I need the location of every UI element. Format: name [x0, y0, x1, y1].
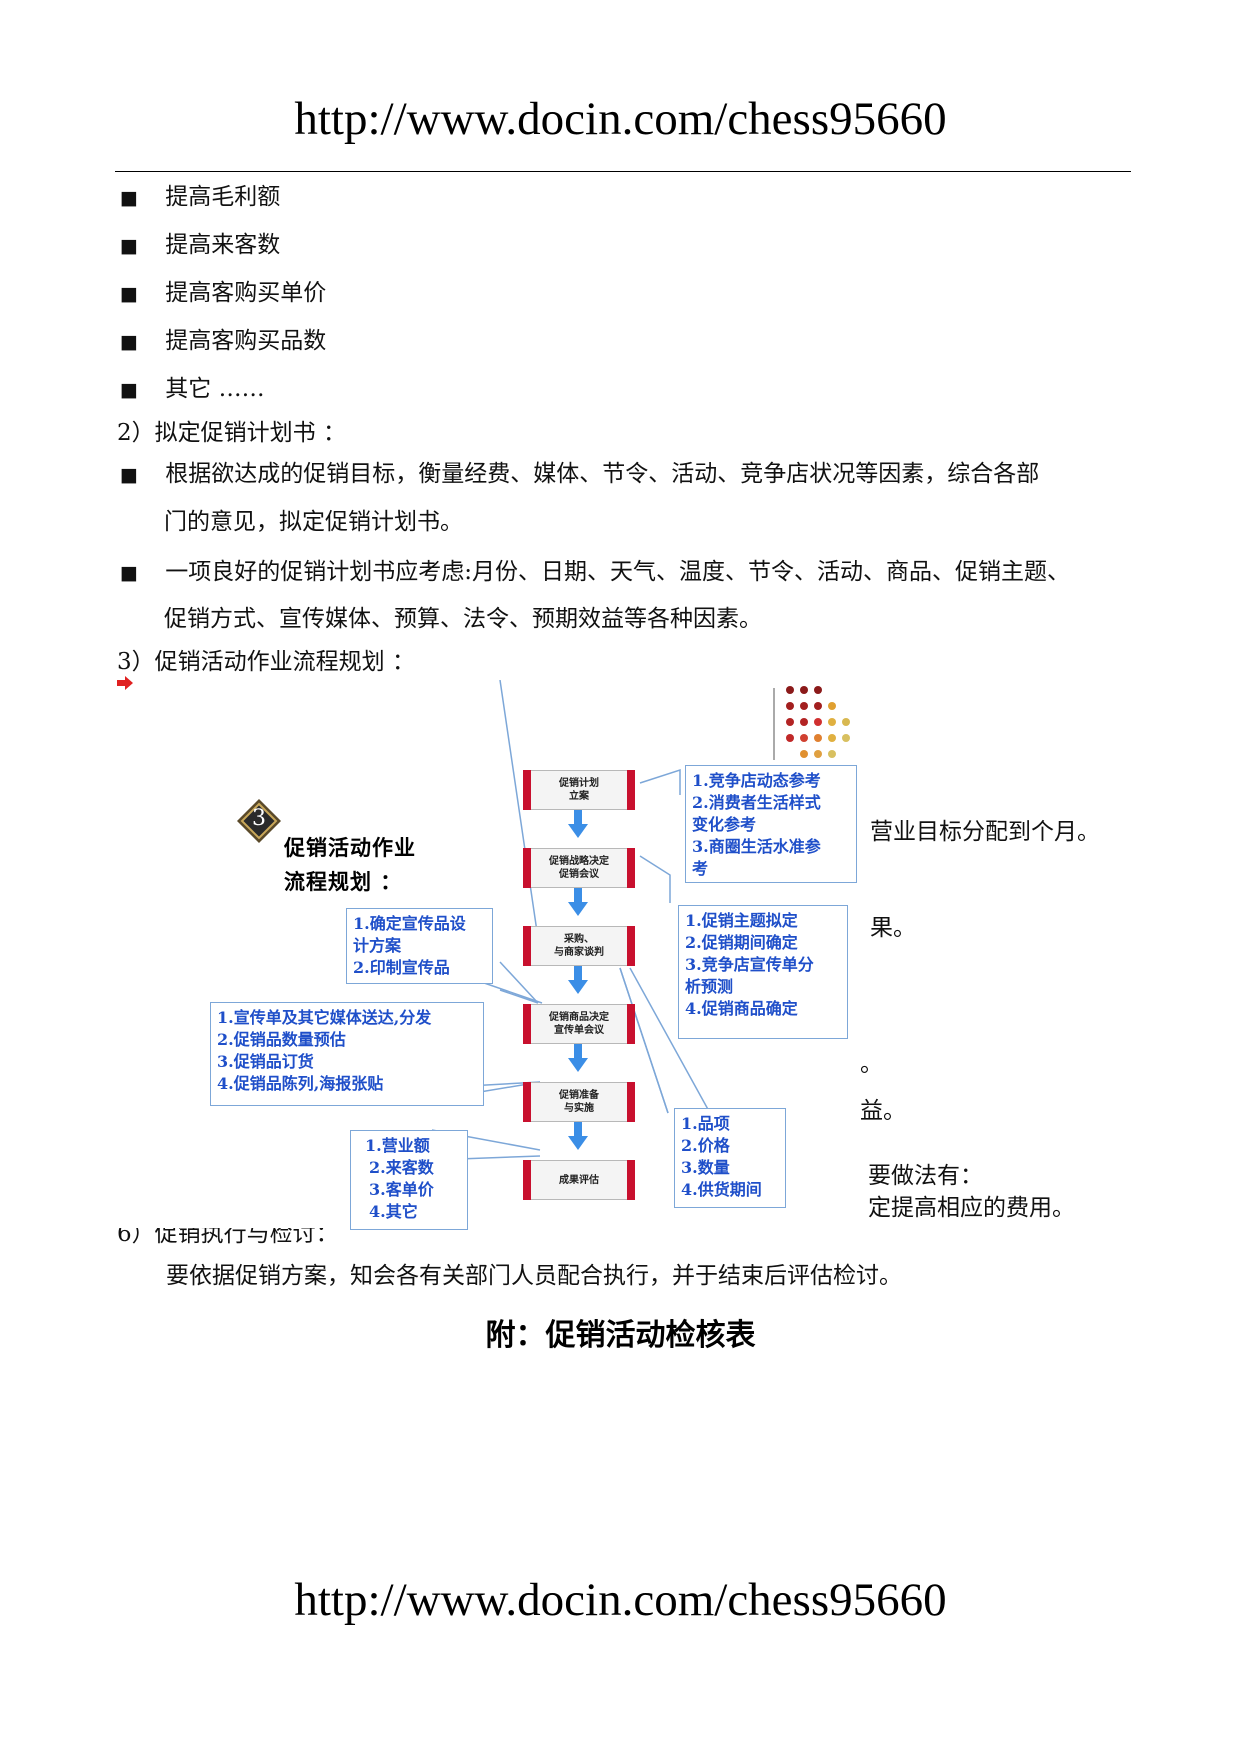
- list-item: ■ 提高客购买单价: [120, 280, 327, 306]
- note-competition: 1.竞争店动态参考 2.消费者生活样式 变化参考 3.商圈生活水准参 考: [685, 765, 857, 883]
- diagram-title-line2: 流程规划 ：: [284, 870, 403, 894]
- paragraph-line: 门的意见，拟定促销计划书。: [164, 509, 463, 535]
- text-fragment: 果。: [870, 915, 916, 941]
- footer-url: http://www.docin.com/chess95660: [294, 1574, 947, 1626]
- flow-arrowheads: [568, 824, 588, 1150]
- note-results: 1.营业额 2.来客数 3.客单价 4.其它: [350, 1130, 468, 1230]
- list-item: ■ 提高来客数: [120, 232, 281, 258]
- note-theme: 1.促销主题拟定 2.促销期间确定 3.竞争店宣传单分 析预测 4.促销商品确定: [678, 905, 848, 1039]
- dots: [786, 686, 850, 758]
- section-heading: 6）促销执行与检讨：: [117, 1228, 339, 1247]
- note-items: 1.品项 2.价格 3.数量 4.供货期间: [674, 1108, 786, 1208]
- square-bullet-icon: ■: [120, 562, 138, 584]
- diagram-title-line1: 促销活动作业: [284, 836, 416, 860]
- flow-step: 促销计划 立案: [523, 770, 635, 810]
- badge-number: 3: [252, 806, 266, 831]
- square-bullet-icon: ■: [120, 331, 138, 353]
- right-arrow-icon: [117, 675, 133, 690]
- square-bullet-icon: ■: [120, 379, 138, 401]
- flow-step: 采购、 与商家谈判: [523, 926, 635, 966]
- note-distribute: 1.宣传单及其它媒体送达,分发 2.促销品数量预估 3.促销品订货 4.促销品陈…: [210, 1002, 484, 1106]
- dot-grid-decoration: [773, 686, 850, 760]
- paragraph-line: 促销方式、宣传媒体、预算、法令、预期效益等各种因素。: [164, 606, 762, 632]
- number-badge-icon: [237, 799, 281, 843]
- flow-step: 促销战略决定 促销会议: [523, 848, 635, 888]
- list-item: ■ 其它 ……: [120, 376, 265, 402]
- text-fragment: 定提高相应的费用。: [868, 1195, 1075, 1221]
- paragraph-line: 要依据促销方案，知会各有关部门人员配合执行，并于结束后评估检讨。: [166, 1263, 902, 1289]
- square-bullet-icon: ■: [120, 187, 138, 209]
- header-rule: [115, 171, 1131, 172]
- list-item: ■ 提高客购买品数: [120, 328, 327, 354]
- square-bullet-icon: ■: [120, 235, 138, 257]
- text-fragment: 营业目标分配到个月。: [870, 819, 1100, 845]
- square-bullet-icon: ■: [120, 283, 138, 305]
- note-print: 1.确定宣传品设 计方案 2.印制宣传品: [346, 908, 493, 984]
- paragraph-line: ■ 一项良好的促销计划书应考虑:月份、日期、天气、温度、节令、活动、商品、促销主…: [120, 559, 1071, 585]
- section-heading: 2）拟定促销计划书 ：: [117, 420, 346, 446]
- list-item: ■ 提高毛利额: [120, 184, 281, 210]
- paragraph-line: ■ 根据欲达成的促销目标，衡量经费、媒体、节令、活动、竞争店状况等因素，综合各部: [120, 461, 1040, 487]
- text-fragment: 益。: [860, 1098, 906, 1124]
- square-bullet-icon: ■: [120, 464, 138, 486]
- flow-diagram: 3 促销活动作业 流程规划 ：: [200, 680, 860, 1240]
- appendix-title: 附：促销活动检核表: [485, 1318, 756, 1353]
- flow-step: 促销商品决定 宣传单会议: [523, 1004, 635, 1044]
- text-fragment: 要做法有：: [868, 1163, 983, 1189]
- flow-step: 促销准备 与实施: [523, 1082, 635, 1122]
- text-fragment: 。: [860, 1051, 883, 1077]
- flow-step: 成果评估: [523, 1160, 635, 1200]
- section-heading: 3）促销活动作业流程规划 ：: [117, 649, 415, 675]
- header-url: http://www.docin.com/chess95660: [294, 93, 947, 145]
